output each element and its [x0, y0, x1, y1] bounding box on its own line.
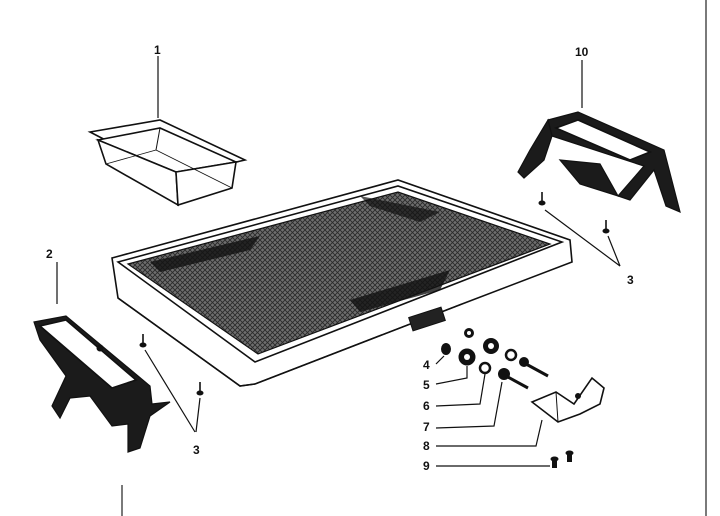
grill-latch [408, 306, 446, 332]
grill-mesh-surface [126, 191, 552, 355]
screw-3-right-b [602, 220, 610, 234]
drip-pan-part [87, 119, 248, 207]
left-stand-part [33, 315, 171, 453]
bolt-7 [498, 368, 529, 390]
callout-1: 1 [154, 43, 161, 57]
screw-3-left-b [196, 382, 204, 396]
callout-9: 9 [423, 459, 430, 473]
callout-2: 2 [46, 247, 53, 261]
bracket-8 [530, 376, 605, 423]
screw-9-a [550, 456, 559, 468]
callout-4: 4 [423, 358, 430, 372]
screw-3-right-a [538, 192, 546, 206]
grill-tray-part [111, 179, 573, 387]
right-stand-part [517, 111, 681, 214]
washer-6 [478, 361, 492, 375]
callout-8: 8 [423, 439, 430, 453]
callout-7: 7 [423, 420, 430, 434]
callout-5: 5 [423, 378, 430, 392]
callout-10: 10 [575, 45, 589, 59]
callout-3-right: 3 [627, 273, 634, 287]
callout-labels: 1 2 3 3 4 5 6 7 8 9 10 [46, 43, 634, 473]
bolt-upper [519, 357, 549, 378]
leader-lines [56, 56, 621, 467]
callout-6: 6 [423, 399, 430, 413]
screw-9-b [565, 450, 574, 462]
hardware-parts [139, 192, 610, 468]
callout-3-left: 3 [193, 443, 200, 457]
screw-3-left-a [139, 334, 147, 348]
washer-4 [441, 343, 451, 355]
